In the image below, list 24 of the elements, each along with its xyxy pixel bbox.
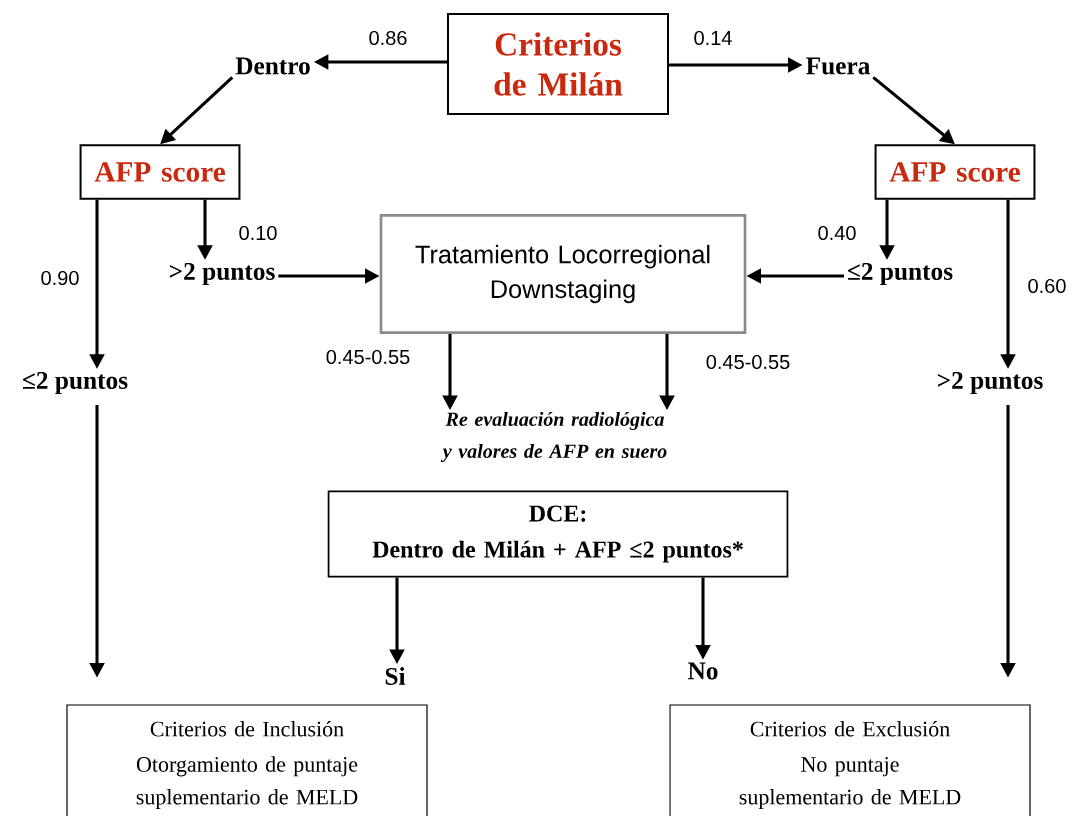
decision-box: DCE: Dentro de Milán + AFP ≤2 puntos* [327,490,789,578]
branch-label: >2 puntos [169,262,275,286]
edge-label: 0.40 [816,224,858,242]
process-box: AFP score [79,144,241,200]
edge-label: 0.45-0.55 [704,353,792,371]
edge-label: 0.45-0.55 [324,348,412,366]
edge-label: 0.14 [692,29,734,47]
edge-label: 0.60 [1026,277,1068,295]
edge-label: 0.86 [367,29,409,47]
outcome-box: Criterios de Exclusión No puntaje suplementario de MELD [669,704,1031,816]
edge-label: 0.10 [237,224,279,242]
process-box: Tratamiento Locorregional Downstaging [379,214,747,334]
branch-label: No [688,662,718,680]
branch-label: Fuera [806,57,870,75]
outcome-box: Criterios de Inclusión Otorgamiento de puntaje suplementario de MELD [66,704,428,816]
process-box: Criterios de Milán [447,13,669,115]
edge-label: 0.90 [39,269,81,287]
branch-label: ≤2 puntos [23,371,128,395]
step-text: Re evaluación radiológica y valores de AFP en suero [440,411,667,463]
branch-label: >2 puntos [937,371,1043,395]
branch-label: Dentro [235,57,310,75]
branch-label: ≤2 puntos [848,262,953,286]
branch-label: Si [385,667,406,685]
process-box: AFP score [874,144,1036,200]
